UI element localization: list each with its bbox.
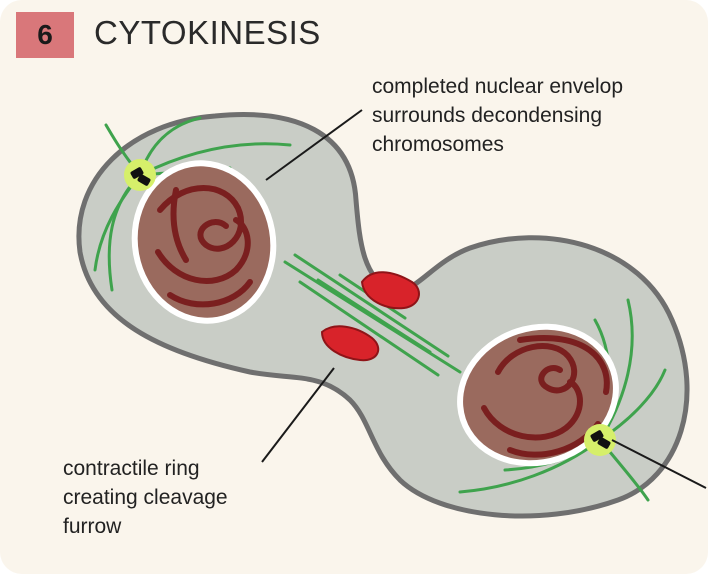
contractile-ring-label: contractile ring creating cleavage furro… — [63, 454, 228, 541]
midbody-fibers — [283, 253, 462, 377]
contractile-ring-label-line: contractile ring — [63, 457, 200, 480]
centrosome-leader — [611, 439, 707, 489]
contractile-ring — [320, 271, 420, 362]
nuclear-envelope-label-line: completed nuclear envelop — [372, 75, 623, 98]
chromosomes-left — [155, 185, 253, 308]
contractile-ring-leader — [261, 367, 335, 463]
contractile-ring-label-line: creating cleavage — [63, 486, 228, 509]
step-number-badge: 6 — [16, 12, 74, 58]
stage-title: CYTOKINESIS — [94, 14, 321, 51]
nuclear-envelope-label-line: surrounds decondensing — [372, 104, 602, 127]
contractile-ring-label-line: furrow — [63, 515, 122, 538]
leader-lines — [261, 109, 707, 489]
centrosome-right — [584, 424, 616, 456]
nuclear-envelope-label-line: chromosomes — [372, 133, 504, 156]
nuclear-envelope-leader — [265, 109, 363, 181]
centrosome-left — [124, 159, 156, 191]
nuclear-envelope-label: completed nuclear envelop surrounds deco… — [372, 72, 623, 159]
